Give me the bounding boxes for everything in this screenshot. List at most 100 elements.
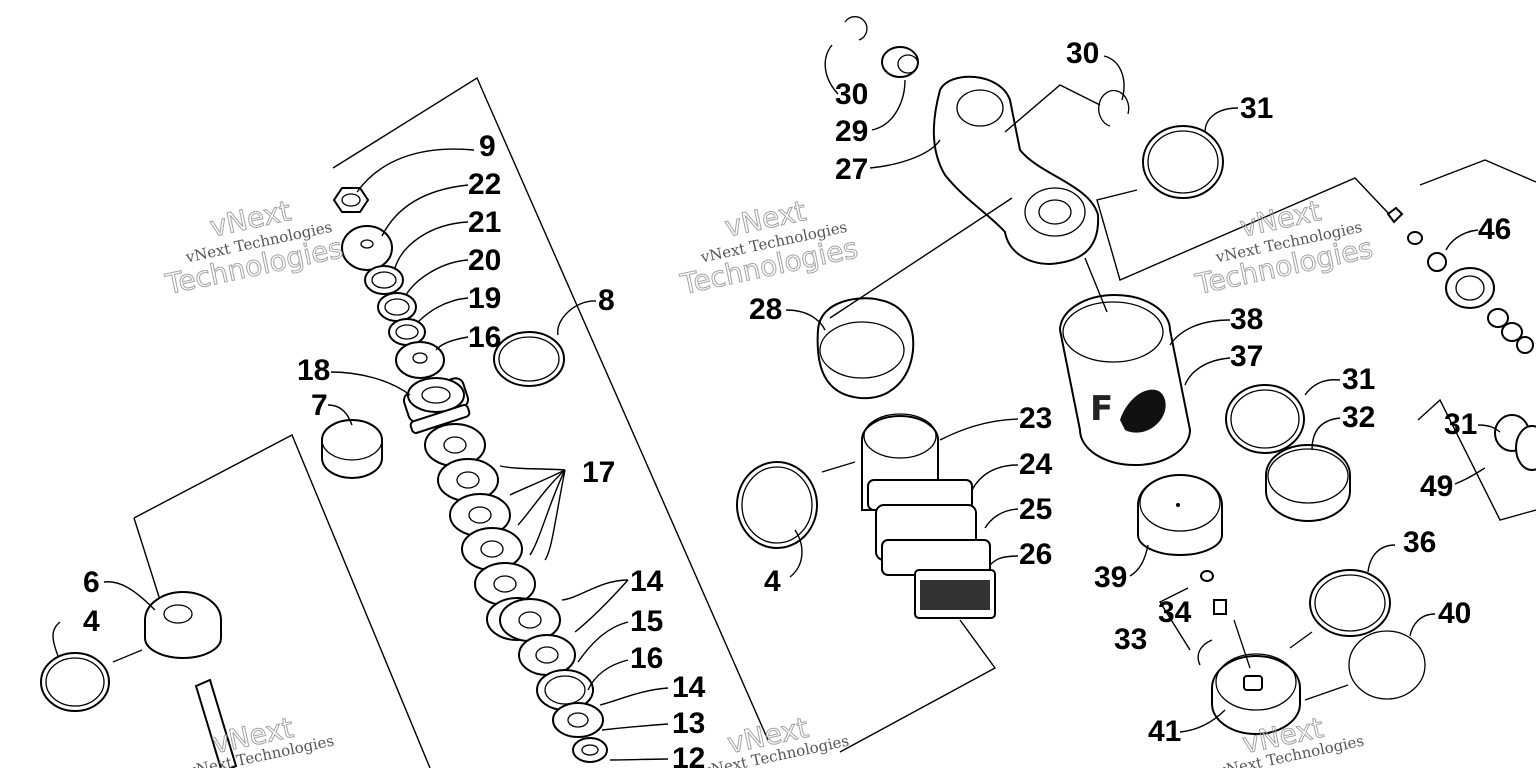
bracket-33 <box>1158 587 1191 651</box>
callout-17: 17 <box>582 456 615 489</box>
callout-41: 41 <box>1148 715 1181 748</box>
callout-13: 13 <box>672 707 705 740</box>
callout-leaders <box>52 44 1501 761</box>
callout-4a: 4 <box>83 605 100 638</box>
leader-40 <box>1304 684 1349 701</box>
part-collar-28 <box>816 197 1013 400</box>
watermark-4: vNext vNext Technologies <box>185 710 335 773</box>
part-ring-40 <box>1348 630 1426 700</box>
part-oring-4b <box>736 461 818 549</box>
part-oring-4b-inner <box>741 466 813 544</box>
callout-28: 28 <box>749 293 782 326</box>
part-adjuster-46 <box>1386 206 1534 354</box>
callout-22: 22 <box>468 168 501 201</box>
part-washer-stack <box>341 225 445 379</box>
callout-16a: 16 <box>468 321 501 354</box>
assembly-bracket-lower <box>133 434 431 769</box>
callout-33: 33 <box>1114 623 1147 656</box>
svg-text:F: F <box>1090 389 1113 429</box>
part-oring-49 <box>1515 425 1536 471</box>
part-oring-31b <box>1225 384 1305 454</box>
callout-26: 26 <box>1019 538 1052 571</box>
callout-8: 8 <box>598 284 615 317</box>
leader-36 <box>1289 631 1313 649</box>
watermark-1: vNext vNext Technologies Technologies <box>161 194 346 302</box>
watermark-5: vNext vNext Technologies <box>700 710 850 773</box>
callout-30a: 30 <box>835 78 868 111</box>
part-oring-4 <box>40 652 110 712</box>
leader-4b <box>821 461 856 473</box>
callout-14b: 14 <box>672 671 706 704</box>
callout-29: 29 <box>835 115 868 148</box>
callout-16b: 16 <box>630 642 663 675</box>
leader-34-41 <box>1233 619 1251 669</box>
callout-15: 15 <box>630 605 663 638</box>
part-valve-34 <box>1200 570 1227 615</box>
callout-40: 40 <box>1438 597 1471 630</box>
part-oring-36-inner <box>1314 574 1386 632</box>
part-circlip-30b <box>1098 89 1130 127</box>
part-piston-39 <box>1137 474 1223 556</box>
callout-6: 6 <box>83 566 100 599</box>
part-nut <box>332 187 370 213</box>
bracket-46 <box>1419 159 1536 186</box>
callout-9: 9 <box>479 130 496 163</box>
part-oring-4-inner <box>45 657 105 707</box>
part-circlip-30a <box>844 16 868 41</box>
callout-21: 21 <box>468 206 501 239</box>
bracket-reservoir <box>1096 177 1391 281</box>
callout-25: 25 <box>1019 493 1052 526</box>
part-oring-8 <box>493 331 565 387</box>
callout-32: 32 <box>1342 401 1375 434</box>
callout-18: 18 <box>297 354 330 387</box>
part-cap-41 <box>1211 653 1301 735</box>
callout-7: 7 <box>311 389 328 422</box>
callout-34: 34 <box>1158 596 1192 629</box>
callout-39: 39 <box>1094 561 1127 594</box>
callout-49: 49 <box>1420 470 1453 503</box>
callout-31a: 31 <box>1240 92 1273 125</box>
part-oring-31b-inner <box>1230 389 1300 449</box>
callout-31c: 31 <box>1444 408 1477 441</box>
part-bearing-29 <box>881 46 919 78</box>
bracket-body <box>839 619 997 753</box>
callout-20: 20 <box>468 244 501 277</box>
part-ring-7 <box>321 419 383 479</box>
assembly-bracket-upper <box>332 76 769 741</box>
callout-31b: 31 <box>1342 363 1375 396</box>
callout-24: 24 <box>1019 448 1053 481</box>
callout-30b: 30 <box>1066 37 1099 70</box>
bracket-49 <box>1417 398 1536 521</box>
part-oring-31a <box>1142 125 1224 199</box>
leader-14a <box>561 579 629 633</box>
leader-4-6 <box>112 649 143 663</box>
watermark-3: vNext vNext Technologies Technologies <box>1191 194 1376 302</box>
callout-27: 27 <box>835 153 868 186</box>
callout-23: 23 <box>1019 402 1052 435</box>
part-oring-36 <box>1309 569 1391 637</box>
callout-46: 46 <box>1478 213 1511 246</box>
part-reservoir-38: F <box>1058 294 1192 466</box>
callout-19: 19 <box>468 282 501 315</box>
watermark-2: vNext vNext Technologies Technologies <box>676 194 861 302</box>
part-eyelet-27 <box>932 75 1100 266</box>
callout-36: 36 <box>1403 526 1436 559</box>
callout-12: 12 <box>672 742 705 768</box>
part-cap-6 <box>144 591 222 659</box>
part-body-23-26 <box>861 413 996 619</box>
callout-4b: 4 <box>764 565 781 598</box>
bracket-leg <box>133 517 161 601</box>
part-ring-32 <box>1265 444 1351 522</box>
part-oring-8-inner <box>498 336 560 382</box>
callout-38: 38 <box>1230 303 1263 336</box>
leader-17 <box>499 465 566 561</box>
leader-27-30 <box>1004 84 1101 133</box>
leader-38 <box>1084 257 1108 313</box>
part-oring-31a-inner <box>1147 130 1219 194</box>
part-shaft <box>194 678 238 773</box>
part-shim-stack <box>424 423 608 763</box>
part-piston <box>402 377 471 434</box>
callout-14a: 14 <box>630 565 664 598</box>
